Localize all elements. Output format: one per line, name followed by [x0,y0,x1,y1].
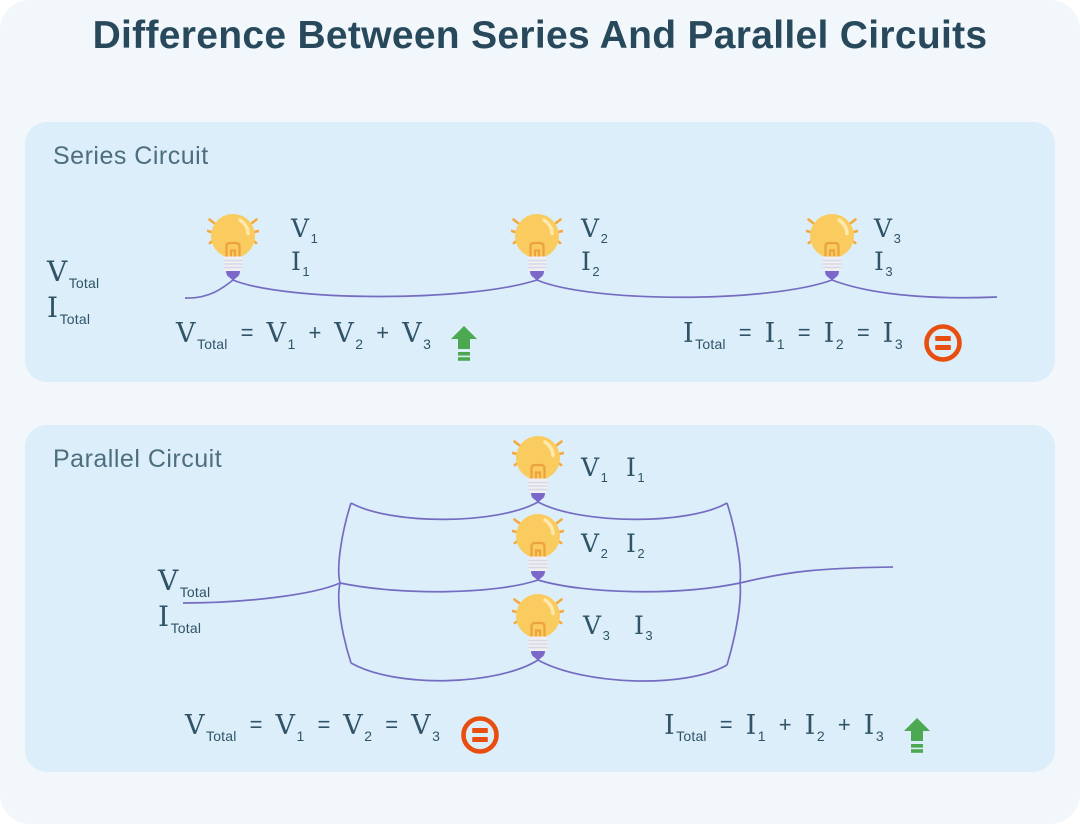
operator: + [778,712,792,737]
equals-circle-icon [461,716,499,754]
increase-icon-wrap [903,717,930,753]
operator: = [797,320,811,345]
operator: = [240,320,254,345]
light-bulb-icon [806,212,858,282]
operator: = [249,712,263,737]
light-bulb-icon [207,212,259,282]
light-bulb-icon [511,212,563,282]
parallel-circuit-wire [182,501,894,682]
operator: = [317,712,331,737]
increase-arrow-icon [903,717,930,753]
page-title: Difference Between Series And Parallel C… [92,14,988,57]
equal-icon-wrap [923,323,963,363]
equals-circle-icon [924,324,962,362]
light-bulb-icon [512,592,564,662]
series-heading: Series Circuit [53,142,209,170]
operator: = [738,320,752,345]
increase-arrow-icon [451,325,478,361]
operator: = [719,712,733,737]
operator: + [308,320,322,345]
light-bulb-icon [512,434,564,504]
parallel-circuit-diagram [182,434,894,682]
operator: = [856,320,870,345]
operator: + [376,320,390,345]
light-bulb-icon [512,512,564,582]
parallel-heading: Parallel Circuit [53,445,223,473]
series-circuit-wire [184,279,998,299]
equal-icon-wrap [460,715,500,755]
operator: = [385,712,399,737]
series-circuit-diagram [184,212,998,299]
increase-icon-wrap [451,325,478,361]
operator: + [837,712,851,737]
